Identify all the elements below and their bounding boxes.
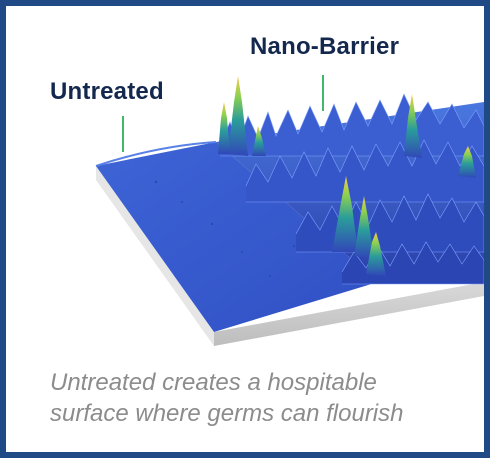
slab-front-face (96, 166, 214, 346)
untreated-label: Untreated (50, 78, 164, 105)
nano-barrier-leader-line (322, 75, 324, 111)
caption-line-2: surface where germs can flourish (50, 400, 404, 427)
nano-barrier-label: Nano-Barrier (250, 33, 400, 60)
caption-line-1: Untreated creates a hospitable (50, 369, 377, 396)
untreated-surface-specks (154, 180, 295, 277)
surface-illustration (95, 76, 484, 346)
caption: Untreated creates a hospitable surface w… (50, 367, 470, 429)
untreated-leader-line (122, 116, 124, 152)
nano-barrier-spikes (218, 76, 476, 276)
untreated-surface (96, 142, 378, 332)
slab-right-face (214, 282, 484, 346)
